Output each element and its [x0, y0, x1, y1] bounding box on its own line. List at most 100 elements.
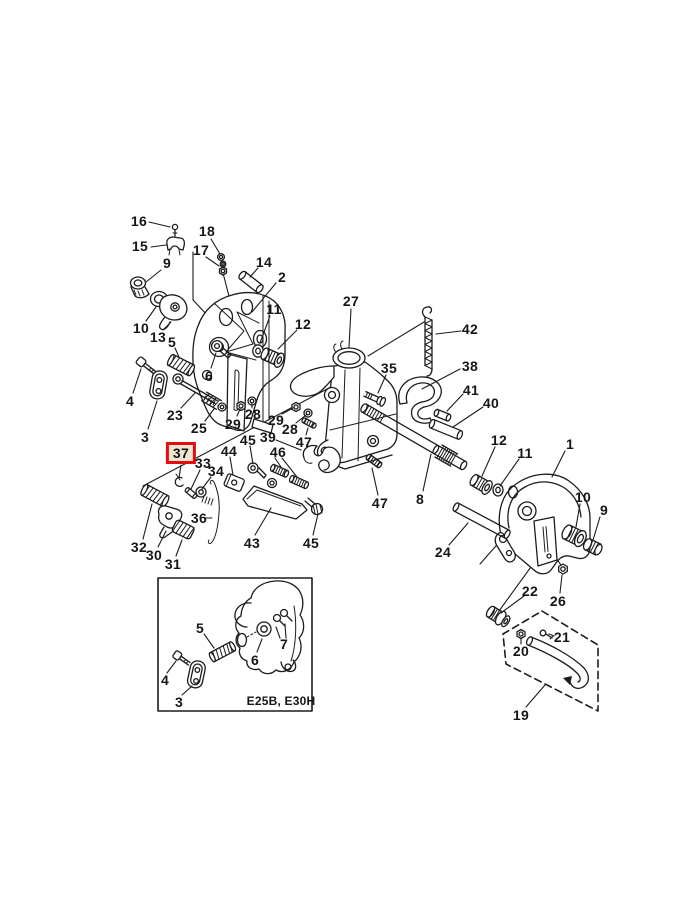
- callout-15[interactable]: 15: [131, 238, 149, 254]
- callout-23[interactable]: 23: [166, 407, 184, 423]
- callout-10[interactable]: 10: [132, 320, 150, 336]
- bushing-12-right: [469, 473, 493, 495]
- callout-30[interactable]: 30: [145, 547, 163, 563]
- leader-line: [210, 352, 217, 369]
- pin-14: [238, 270, 264, 294]
- pawl-34: [195, 486, 214, 506]
- callout-3[interactable]: 3: [174, 694, 184, 710]
- leader-line: [281, 457, 298, 478]
- cap-9-right: [582, 538, 603, 556]
- leader-line: [175, 539, 183, 557]
- bolt-6: [210, 339, 232, 359]
- bushing-12-left: [260, 347, 285, 368]
- leader-line: [205, 256, 220, 267]
- callout-31[interactable]: 31: [164, 556, 182, 572]
- leader-line: [162, 321, 172, 331]
- callout-6[interactable]: 6: [204, 368, 214, 384]
- callout-5[interactable]: 5: [167, 334, 177, 350]
- callout-42[interactable]: 42: [461, 321, 479, 337]
- callout-4[interactable]: 4: [125, 393, 135, 409]
- callout-41[interactable]: 41: [462, 382, 480, 398]
- callout-8[interactable]: 8: [415, 491, 425, 507]
- callout-24[interactable]: 24: [434, 544, 452, 560]
- callout-16[interactable]: 16: [130, 213, 148, 229]
- callout-18[interactable]: 18: [198, 223, 216, 239]
- nut-26: [558, 563, 568, 575]
- callout-17[interactable]: 17: [192, 242, 210, 258]
- callout-1[interactable]: 1: [565, 436, 575, 452]
- callout-33[interactable]: 33: [194, 455, 212, 471]
- callout-13[interactable]: 13: [149, 329, 167, 345]
- leader-line: [256, 638, 263, 653]
- leader-line: [180, 392, 196, 409]
- stud-47-upper: [301, 417, 317, 429]
- callout-27[interactable]: 27: [342, 293, 360, 309]
- tension-spring: [421, 306, 433, 377]
- bolt-45-right: [304, 497, 324, 516]
- callout-20[interactable]: 20: [512, 643, 530, 659]
- inset-bolt-4: [172, 650, 191, 666]
- callout-5[interactable]: 5: [195, 620, 205, 636]
- leader-line: [254, 507, 272, 536]
- callout-47[interactable]: 47: [371, 495, 389, 511]
- screw-21: [539, 629, 554, 640]
- clamp-screw-22: [485, 605, 511, 628]
- callout-26[interactable]: 26: [549, 593, 567, 609]
- callout-11[interactable]: 11: [517, 445, 533, 461]
- callout-12[interactable]: 12: [294, 316, 312, 332]
- callout-10[interactable]: 10: [574, 489, 592, 505]
- leader-line: [229, 456, 234, 476]
- callout-11[interactable]: 11: [266, 301, 282, 317]
- callout-44[interactable]: 44: [220, 443, 238, 459]
- callout-46[interactable]: 46: [269, 444, 287, 460]
- inset-variant-box: [157, 577, 313, 712]
- callout-43[interactable]: 43: [243, 535, 261, 551]
- callout-47[interactable]: 47: [295, 434, 313, 450]
- callout-28[interactable]: 28: [244, 406, 262, 422]
- callout-32[interactable]: 32: [130, 539, 148, 555]
- callout-12[interactable]: 12: [490, 432, 508, 448]
- leader-line: [421, 368, 461, 390]
- callout-40[interactable]: 40: [482, 395, 500, 411]
- callout-35[interactable]: 35: [380, 360, 398, 376]
- callout-29[interactable]: 29: [267, 412, 285, 428]
- callout-29[interactable]: 29: [224, 416, 242, 432]
- leader-line: [348, 308, 352, 348]
- callout-38[interactable]: 38: [461, 358, 479, 374]
- damper-block-44: [223, 473, 245, 492]
- leader-line: [204, 408, 215, 422]
- callout-45[interactable]: 45: [239, 432, 257, 448]
- callout-25[interactable]: 25: [190, 420, 208, 436]
- callout-34[interactable]: 34: [207, 463, 225, 479]
- left-clamp-bracket: [192, 291, 286, 434]
- nut-29-right: [291, 401, 301, 413]
- leader-line: [181, 685, 193, 696]
- callout-14[interactable]: 14: [255, 254, 273, 270]
- callout-3[interactable]: 3: [140, 429, 150, 445]
- leader-line: [236, 408, 241, 417]
- spring-5: [166, 353, 196, 377]
- leader-line: [559, 574, 563, 594]
- callout-45[interactable]: 45: [302, 535, 320, 551]
- callout-9[interactable]: 9: [599, 502, 609, 518]
- leader-line: [551, 450, 566, 478]
- callout-22[interactable]: 22: [521, 583, 539, 599]
- nut-20: [516, 628, 526, 640]
- callout-21[interactable]: 21: [553, 629, 571, 645]
- leader-line: [142, 503, 153, 540]
- callout-9[interactable]: 9: [162, 255, 172, 271]
- callout-36[interactable]: 36: [190, 510, 208, 526]
- callout-6[interactable]: 6: [250, 652, 260, 668]
- leader-line: [132, 368, 142, 394]
- callout-7[interactable]: 7: [279, 636, 289, 652]
- callout-2[interactable]: 2: [277, 269, 287, 285]
- leader-line: [157, 530, 167, 548]
- callout-39[interactable]: 39: [259, 429, 277, 445]
- callout-4[interactable]: 4: [160, 672, 170, 688]
- callout-28[interactable]: 28: [281, 421, 299, 437]
- bushing-9-left: [129, 276, 150, 299]
- callout-37-highlighted[interactable]: 37: [165, 442, 197, 464]
- leader-line: [499, 458, 520, 487]
- callout-19[interactable]: 19: [512, 707, 530, 723]
